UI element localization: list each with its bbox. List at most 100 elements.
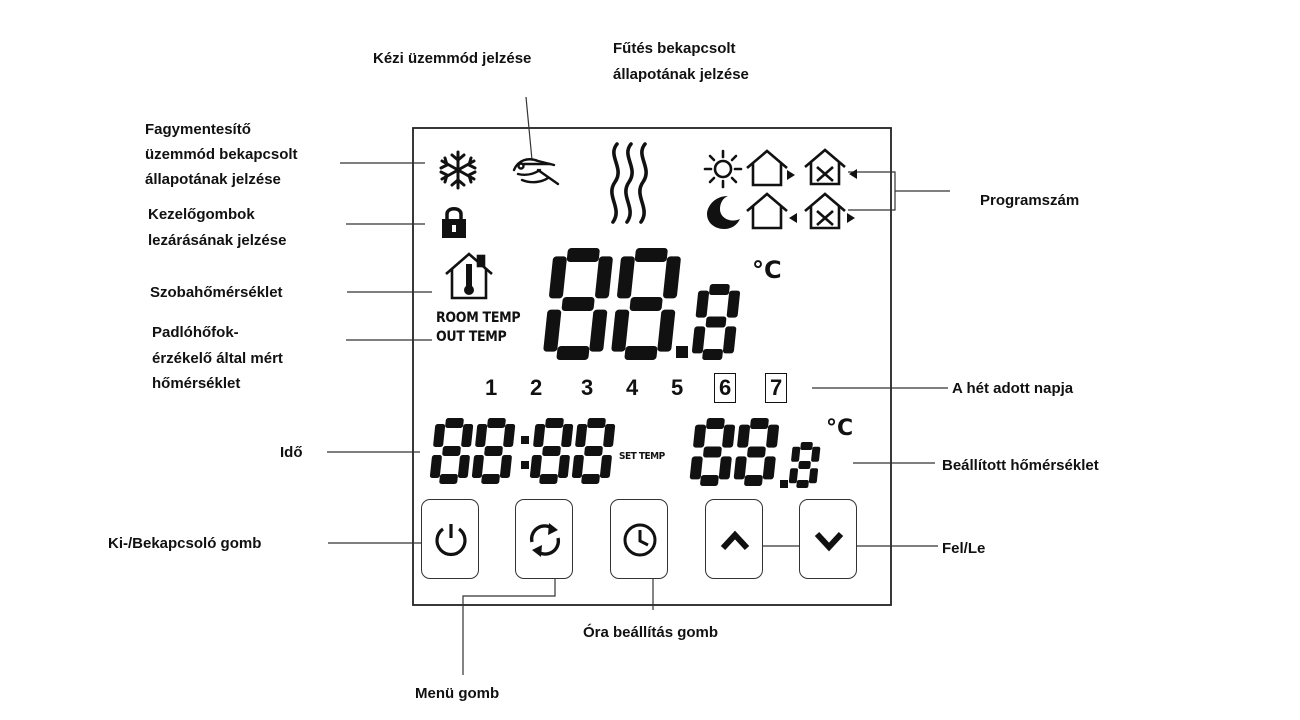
segment-c: [457, 455, 470, 478]
main-decimal-point: [676, 346, 688, 358]
segment-g: [705, 316, 727, 328]
power-button-label: Ki-/Bekapcsoló gomb: [108, 535, 262, 552]
heating-on-label-line2: állapotának jelzése: [613, 66, 749, 83]
segment-b: [595, 256, 613, 299]
main-temp-digit-2: [611, 248, 681, 360]
clock-button[interactable]: [610, 499, 668, 579]
room-temp-lcd-label: ROOM TEMP: [436, 310, 521, 326]
segment-f: [475, 424, 488, 447]
segment-a: [445, 418, 464, 428]
segment-a: [750, 418, 769, 429]
program-number-label: Programszám: [980, 192, 1080, 209]
menu-button[interactable]: [515, 499, 573, 579]
heating-on-label-line1: Fűtés bekapcsolt: [613, 40, 736, 57]
segment-c: [589, 309, 608, 352]
segment-g: [561, 297, 595, 311]
segment-b: [811, 446, 821, 462]
heat-waves-icon: [603, 140, 659, 231]
up-button[interactable]: [705, 499, 763, 579]
segment-g: [484, 446, 503, 456]
set-temp-digit-1: [689, 418, 736, 486]
segment-a: [634, 248, 668, 262]
leader-lines: [327, 96, 950, 675]
frost-label-line3: állapotának jelzése: [145, 171, 281, 188]
clock-button-label: Óra beállítás gomb: [583, 624, 719, 641]
segment-b: [461, 424, 474, 447]
segment-f: [549, 256, 567, 299]
segment-c: [657, 309, 676, 352]
segment-c: [762, 456, 776, 480]
weekday-1: 1: [485, 375, 498, 400]
time-minute-digit-1: [529, 418, 574, 484]
house-thermometer-icon: [444, 250, 494, 307]
weekday-5: 5: [671, 375, 684, 400]
segment-c: [718, 456, 732, 480]
segment-a: [709, 284, 730, 295]
house-arrow-icon: [745, 148, 801, 193]
segment-g: [798, 461, 811, 469]
floor-sensor-label-line1: Padlóhőfok-: [152, 324, 239, 341]
lock-label-line2: lezárásának jelzése: [148, 232, 287, 249]
manual-mode-label: Kézi üzemmód jelzése: [373, 50, 532, 67]
set-temp-unit: °C: [826, 416, 854, 441]
set-temp-decimal-digit: [788, 442, 821, 488]
seven-segment-layer: [429, 248, 821, 488]
power-icon: [435, 524, 467, 557]
segment-e: [543, 309, 562, 352]
weekday-6: 6: [713, 373, 737, 403]
floor-sensor-label-line3: hőmérséklet: [152, 375, 241, 392]
house-tools-right-icon: [803, 191, 859, 236]
weekday-7: 7: [764, 373, 788, 403]
segment-d: [624, 346, 658, 360]
out-temp-lcd-label: OUT TEMP: [436, 329, 507, 345]
segment-d: [481, 474, 500, 484]
time-label: Idő: [280, 444, 303, 461]
segment-b: [766, 424, 780, 448]
segment-d: [744, 475, 763, 486]
time-hour-digit-2: [471, 418, 516, 484]
weekday-3: 3: [581, 375, 594, 400]
segment-f: [693, 424, 707, 448]
up-down-label: Fel/Le: [942, 540, 986, 557]
menu-button-label: Menü gomb: [415, 685, 500, 702]
segment-b: [722, 424, 736, 448]
segment-e: [689, 456, 703, 480]
chevron-down-icon: [814, 531, 844, 552]
segment-c: [557, 455, 570, 478]
segment-g: [442, 446, 461, 456]
main-temp-unit: °C: [752, 256, 782, 284]
segment-f: [533, 424, 546, 447]
down-button[interactable]: [799, 499, 857, 579]
frost-label-line1: Fagymentesítő: [145, 121, 251, 138]
segment-e: [471, 455, 484, 478]
time-hour-digit-1: [429, 418, 474, 484]
padlock-icon: [439, 204, 469, 245]
segment-e: [611, 309, 630, 352]
lcd-frame: [412, 127, 892, 606]
set-temp-lcd-label: SET TEMP: [619, 451, 665, 462]
set-temp-digit-2: [733, 418, 780, 486]
power-button[interactable]: [421, 499, 479, 579]
segment-d: [539, 474, 558, 484]
segment-a: [545, 418, 564, 428]
set-decimal-point: [780, 480, 788, 488]
frost-label-line2: üzemmód bekapcsolt: [145, 146, 298, 163]
main-temp-decimal-digit: [691, 284, 741, 360]
segment-d: [556, 346, 590, 360]
segment-d: [581, 474, 600, 484]
chevron-up-icon: [720, 530, 750, 551]
segment-b: [663, 256, 681, 299]
segment-e: [733, 456, 747, 480]
colon-dot-bottom: [521, 461, 529, 469]
segment-e: [429, 455, 442, 478]
weekday-2: 2: [530, 375, 543, 400]
segment-b: [603, 424, 616, 447]
segment-f: [737, 424, 751, 448]
segment-b: [503, 424, 516, 447]
snowflake-icon: [435, 149, 481, 196]
weekday-label: A hét adott napja: [952, 380, 1074, 397]
segment-f: [695, 290, 710, 318]
segment-f: [433, 424, 446, 447]
segment-d: [796, 480, 809, 488]
segment-b: [561, 424, 574, 447]
